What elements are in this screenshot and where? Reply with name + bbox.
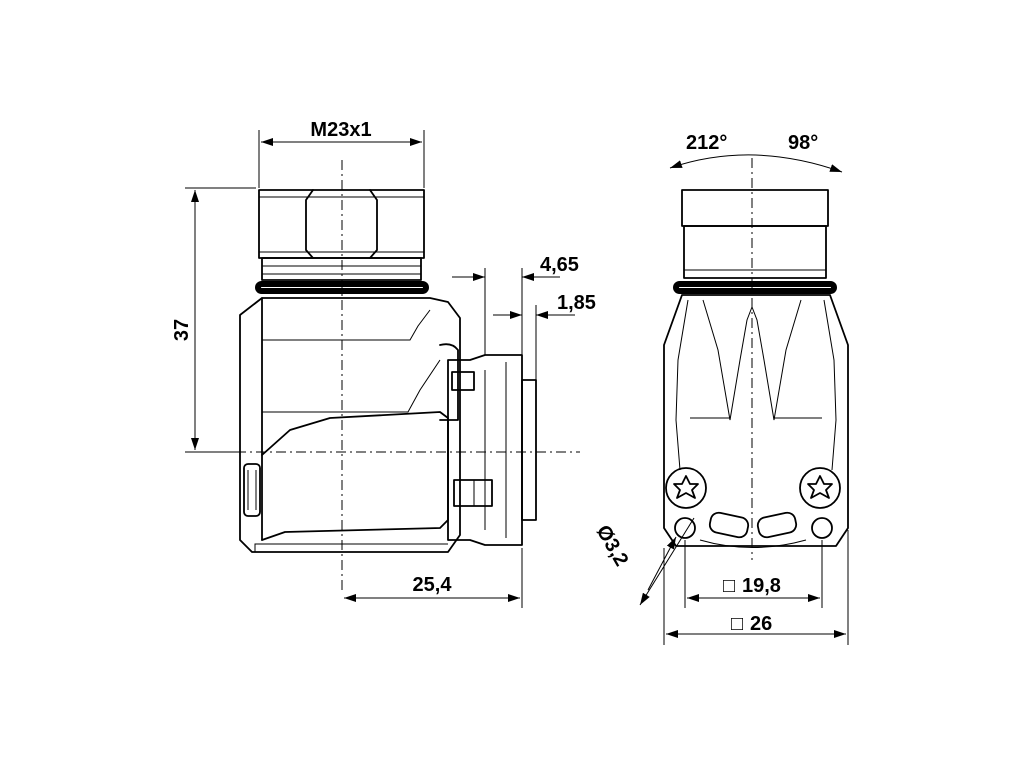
side-view: M23x1 37 4,65 1,85 25,4	[171, 119, 596, 608]
front-view: 212° 98°	[592, 132, 849, 645]
hole-diameter-label: Ø3,2	[592, 522, 633, 571]
rotation-arc	[669, 154, 843, 173]
cable-outlet	[447, 354, 537, 546]
front-screw-left	[665, 467, 707, 509]
hole-spacing-square-symbol: □	[723, 575, 735, 597]
front-coupling-nut	[681, 189, 829, 279]
thread-size-label: M23x1	[310, 119, 371, 141]
front-screw-right	[799, 467, 841, 509]
rotation-angle-left-label: 212°	[686, 132, 727, 154]
mounting-hole-right	[811, 517, 833, 539]
front-o-ring	[673, 281, 837, 294]
hole-diameter-leader-inner	[647, 536, 677, 591]
front-slot-right	[756, 511, 798, 539]
coupling-nut	[258, 189, 425, 281]
overall-width-square-symbol: □	[731, 613, 743, 635]
angled-housing	[239, 297, 461, 553]
rotation-angle-right-label: 98°	[788, 132, 818, 154]
width-label: 25,4	[413, 574, 453, 596]
offset-b-label: 1,85	[557, 292, 596, 314]
overall-width-label: 26	[750, 613, 772, 635]
front-housing	[663, 294, 849, 547]
offset-a-label: 4,65	[540, 254, 579, 276]
hole-spacing-label: 19,8	[742, 575, 781, 597]
side-o-ring	[255, 281, 429, 294]
hole-diameter-leader-outer	[639, 517, 695, 606]
front-slot-left	[708, 511, 750, 539]
height-label: 37	[171, 319, 193, 341]
mounting-hole-left	[674, 517, 696, 539]
